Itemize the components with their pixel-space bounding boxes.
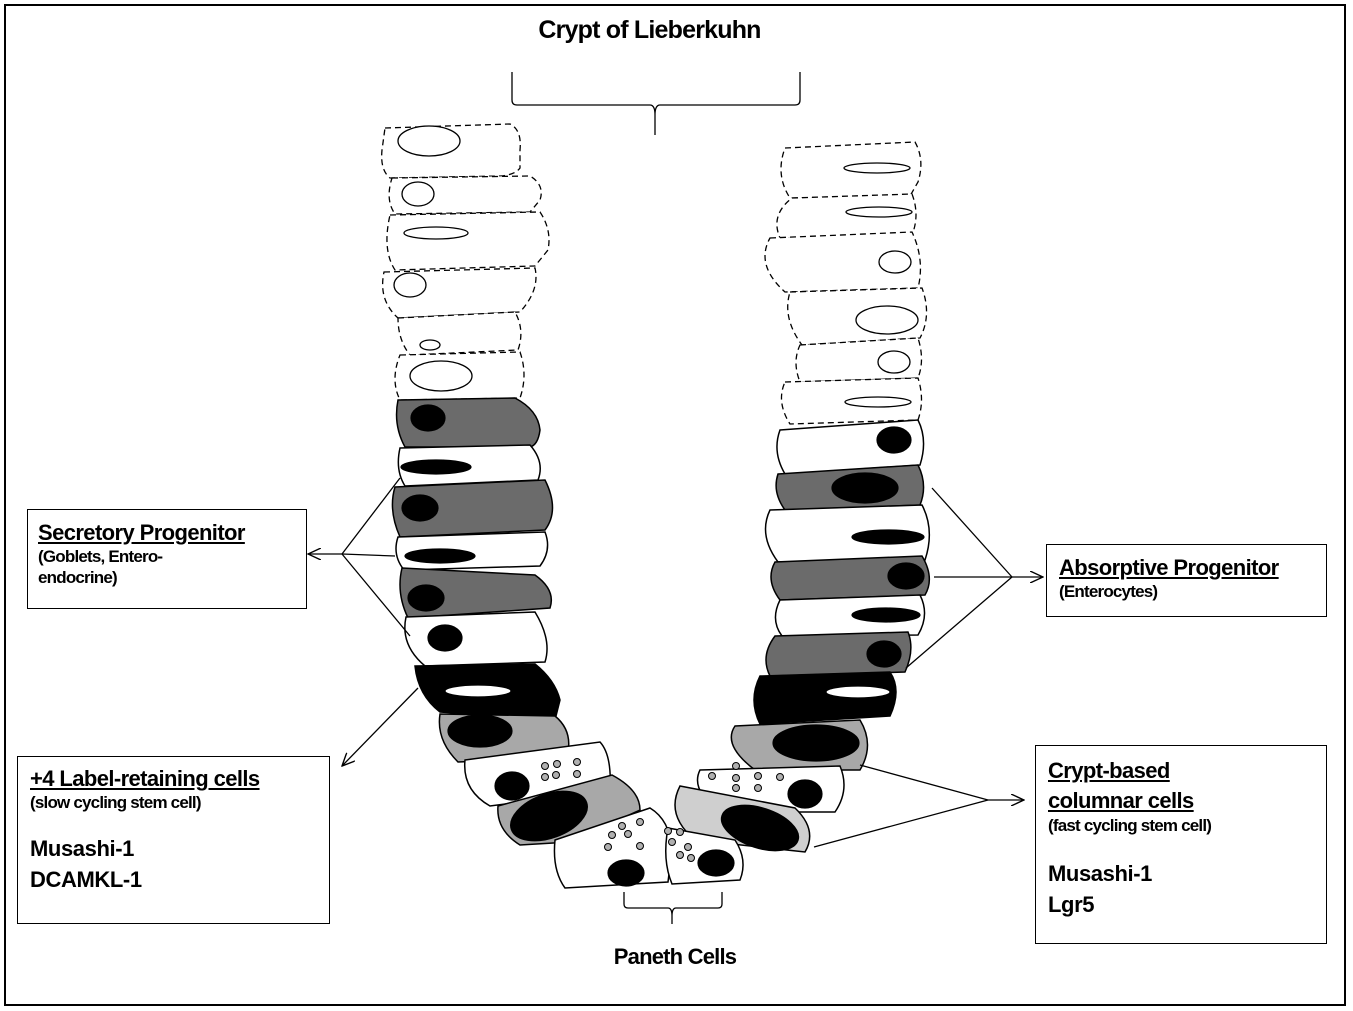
crypt-based-heading-line-2: columnar cells	[1048, 787, 1316, 815]
crypt-brace	[512, 72, 800, 135]
crypt-based-sub: (fast cycling stem cell)	[1048, 815, 1316, 836]
secretory-progenitor-box: Secretory Progenitor (Goblets, Entero- e…	[27, 509, 307, 609]
crypt-based-heading-line-1: Crypt-based	[1048, 755, 1316, 787]
label-retaining-marker-2: DCAMKL-1	[30, 864, 319, 895]
label-retaining-arrow	[342, 688, 418, 766]
crypt-based-columnar-box: Crypt-based columnar cells (fast cycling…	[1035, 745, 1327, 944]
secretory-sub-line-2: endocrine)	[38, 567, 296, 588]
label-retaining-marker-1: Musashi-1	[30, 833, 319, 864]
crypt-title: Crypt of Lieberkuhn	[0, 16, 1326, 45]
label-retaining-box: +4 Label-retaining cells (slow cycling s…	[17, 756, 330, 924]
absorptive-progenitor-box: Absorptive Progenitor (Enterocytes)	[1046, 544, 1327, 617]
secretory-sub-line-1: (Goblets, Entero-	[38, 546, 296, 567]
crypt-based-marker-2: Lgr5	[1048, 889, 1316, 920]
crypt-based-marker-1: Musashi-1	[1048, 858, 1316, 889]
crypt-based-arrows	[814, 765, 1024, 847]
paneth-brace	[624, 892, 722, 924]
right-dashed-cells	[765, 142, 927, 424]
absorptive-heading: Absorptive Progenitor	[1059, 554, 1316, 581]
left-dashed-cells	[382, 124, 549, 400]
paneth-cells-label: Paneth Cells	[580, 944, 770, 970]
label-retaining-sub: (slow cycling stem cell)	[30, 792, 319, 813]
label-retaining-heading: +4 Label-retaining cells	[30, 765, 319, 792]
absorptive-sub: (Enterocytes)	[1059, 581, 1316, 602]
secretory-heading: Secretory Progenitor	[38, 519, 296, 546]
